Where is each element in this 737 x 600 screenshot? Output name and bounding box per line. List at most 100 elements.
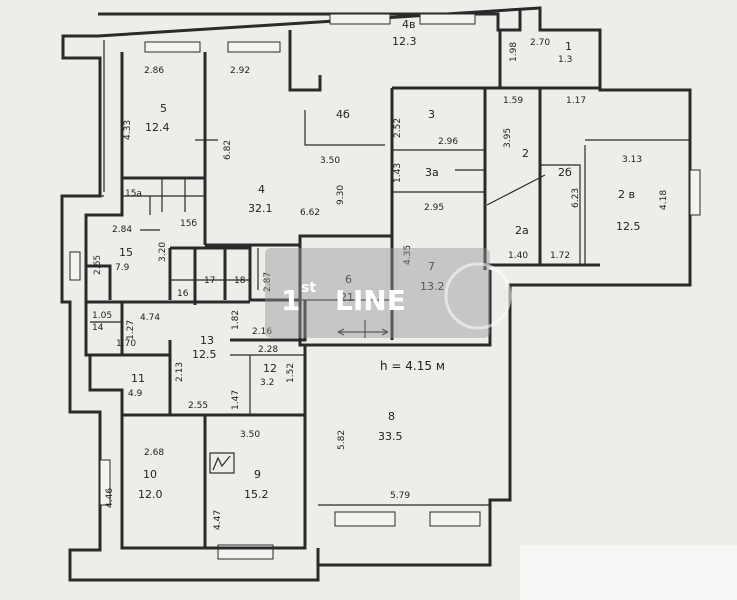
logo-background	[265, 248, 490, 338]
room-15a-number: 15а	[125, 189, 142, 199]
dim-label: 1.70	[116, 339, 136, 349]
window-top-2	[227, 41, 281, 53]
room-7-number: 7	[428, 260, 435, 273]
dim-label: 6.23	[571, 188, 581, 208]
dim-label: 6.62	[300, 208, 320, 218]
window-left-2	[99, 459, 111, 506]
window-left-1	[69, 251, 81, 281]
room-2-number: 2	[522, 147, 529, 160]
dim-label: 2.13	[175, 362, 185, 382]
room-13-number: 13	[200, 334, 214, 347]
room-11-area: 4.9	[128, 389, 143, 399]
dim-label: 2.68	[144, 448, 164, 458]
dim-label: 2.95	[424, 203, 444, 213]
window-bottom-2	[334, 511, 396, 527]
ceiling-height-note: h = 4.15 м	[380, 359, 445, 373]
dim-label: 2.84	[112, 225, 132, 235]
dim-label: 2.86	[144, 66, 164, 76]
dim-label: 9.30	[336, 185, 346, 205]
dim-label: 1.27	[126, 320, 136, 340]
room-12-area: 3.2	[260, 378, 274, 388]
room-8-number: 8	[388, 410, 395, 423]
dim-label: 1.17	[566, 96, 586, 106]
dim-label: 2.96	[438, 137, 458, 147]
room-3-number: 3	[428, 108, 435, 121]
room-7-area: 13.2	[420, 280, 445, 293]
room-4v-number: 4в	[402, 18, 415, 31]
room-15-number: 15	[119, 246, 133, 259]
dim-label: 1.98	[509, 42, 519, 62]
dim-label: 3.20	[158, 242, 168, 262]
room-15b-number: 15б	[180, 219, 197, 229]
logo-text-suffix: st	[301, 280, 316, 296]
room-4v-area: 12.3	[392, 35, 417, 48]
window-top-4	[419, 13, 476, 25]
room-6-number: 6	[345, 273, 352, 286]
dim-label: 5.82	[337, 430, 347, 450]
room-1-number: 1	[565, 40, 572, 53]
dim-label: 4.46	[105, 488, 115, 508]
dim-label: 6.82	[223, 140, 233, 160]
window-right-1	[689, 169, 701, 216]
dim-label: 4.33	[123, 120, 133, 140]
window-top-1	[144, 41, 201, 53]
dim-label: 3.95	[503, 128, 513, 148]
interior-walls	[84, 30, 691, 565]
dimension-labels: 2.86 2.92 4.33 6.82 3.50 9.30 6.62 2.52 …	[92, 38, 669, 530]
room-3a-number: 3а	[425, 166, 439, 179]
room-10-area: 12.0	[138, 488, 163, 501]
dim-label: 2.28	[258, 345, 278, 355]
room-16-number: 16	[177, 289, 189, 299]
dim-label: 1.40	[508, 251, 528, 261]
dim-label: 3.50	[320, 156, 340, 166]
room-4-area: 32.1	[248, 202, 273, 215]
dim-label: 2.87	[263, 272, 273, 292]
room-5-area: 12.4	[145, 121, 170, 134]
dim-label: 2.16	[252, 327, 272, 337]
room-2v-area: 12.5	[616, 220, 641, 233]
room-17-number: 17	[204, 276, 215, 286]
room-2v-number: 2 в	[618, 188, 635, 201]
room-9-area: 15.2	[244, 488, 269, 501]
dim-label: 1.05	[92, 311, 112, 321]
dim-label: 4.47	[213, 510, 223, 530]
dim-label: 2.55	[188, 401, 208, 411]
dim-label: 1.52	[286, 363, 296, 383]
dim-label: 5.79	[390, 491, 410, 501]
dim-label: 3.13	[622, 155, 642, 165]
window-top-3	[329, 13, 391, 25]
dim-label: 1.43	[393, 163, 403, 183]
room-labels: 4в 12.3 1 1.3 5 12.4 4б 3 3а 2 2б 2 в 12…	[92, 18, 641, 501]
room-18-number: 18	[234, 276, 246, 286]
room-1-area: 1.3	[558, 55, 572, 65]
logo-text-word: LINE	[335, 284, 406, 317]
dim-label: 4.74	[140, 313, 160, 323]
tile-icon	[209, 452, 235, 474]
room-14-number: 14	[92, 323, 104, 333]
dim-label: 2.70	[530, 38, 550, 48]
brand-logo: 1 st LINE	[265, 248, 512, 338]
room-9-number: 9	[254, 468, 261, 481]
logo-text-number: 1	[281, 284, 300, 317]
room-4b-number: 4б	[336, 108, 350, 121]
logo-ring	[444, 262, 512, 330]
room-5-number: 5	[160, 102, 167, 115]
room-2b-number: 2б	[558, 166, 572, 179]
dim-label: 2.65	[93, 255, 103, 275]
dim-label: 2.92	[230, 66, 250, 76]
room-10-number: 10	[143, 468, 157, 481]
dim-label: 1.72	[550, 251, 570, 261]
dim-label: 4.35	[403, 245, 413, 265]
room-11-number: 11	[131, 372, 145, 385]
room-2a-number: 2а	[515, 224, 529, 237]
dim-label: 2.52	[393, 118, 403, 138]
door-marks	[140, 139, 389, 474]
room-15-area: 7.9	[115, 263, 130, 273]
room-6-area: 21	[340, 291, 354, 304]
room-8-area: 33.5	[378, 430, 403, 443]
room-12-number: 12	[263, 362, 277, 375]
dim-label: 4.18	[659, 190, 669, 210]
dim-label: 1.59	[503, 96, 523, 106]
dim-label: 1.82	[231, 310, 241, 330]
